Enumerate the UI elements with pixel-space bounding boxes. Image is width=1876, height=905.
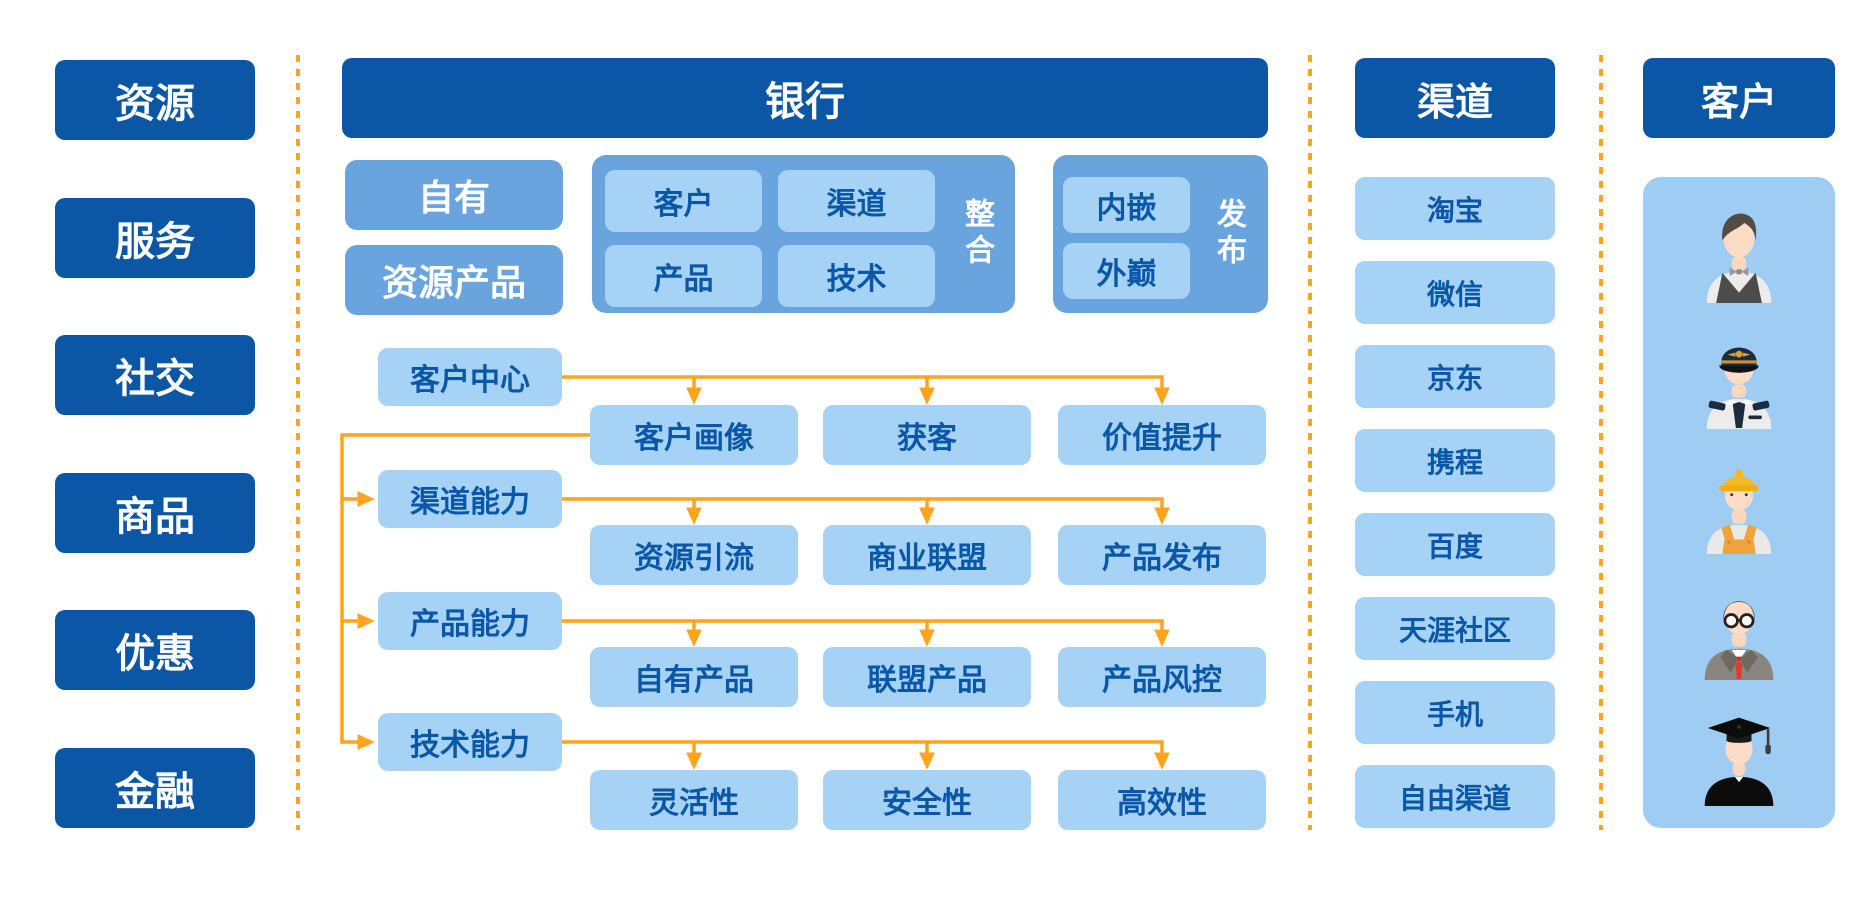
channel-item-ctrip: 携程 — [1355, 429, 1555, 492]
own-box: 自有 — [345, 160, 563, 230]
capability-target-value-uplift: 价值提升 — [1058, 405, 1266, 465]
resource-product-box: 资源产品 — [345, 245, 563, 315]
capability-target-customer-acquisition: 获客 — [823, 405, 1031, 465]
capability-source-product: 产品能力 — [378, 592, 562, 650]
publish-group: 内嵌 外巅 发布 — [1053, 155, 1268, 313]
capability-target-product-release: 产品发布 — [1058, 525, 1266, 585]
capability-target-resource-flow: 资源引流 — [590, 525, 798, 585]
integration-item-product: 产品 — [605, 245, 762, 307]
left-box-finance: 金融 — [55, 748, 255, 828]
channel-item-jd: 京东 — [1355, 345, 1555, 408]
channel-item-baidu: 百度 — [1355, 513, 1555, 576]
waiter-icon — [1706, 213, 1772, 303]
left-box-goods: 商品 — [55, 473, 255, 553]
businessman-icon — [1704, 601, 1774, 681]
channel-item-wechat: 微信 — [1355, 261, 1555, 324]
graduate-icon — [1704, 717, 1774, 807]
integration-item-customer: 客户 — [605, 170, 762, 232]
integration-group: 客户 渠道 产品 技术 整合 — [592, 155, 1015, 313]
separator-channels-customers — [1599, 55, 1603, 830]
left-box-social: 社交 — [55, 335, 255, 415]
capability-target-efficiency: 高效性 — [1058, 770, 1266, 830]
publish-item-embedded: 内嵌 — [1063, 177, 1190, 233]
publish-item-external: 外巅 — [1063, 243, 1190, 299]
channel-item-free: 自由渠道 — [1355, 765, 1555, 828]
channels-header: 渠道 — [1355, 58, 1555, 138]
bank-header: 银行 — [342, 58, 1268, 138]
channel-item-taobao: 淘宝 — [1355, 177, 1555, 240]
capability-target-customer-portrait: 客户画像 — [590, 405, 798, 465]
integration-group-label: 整合 — [960, 198, 993, 270]
construction-worker-icon — [1706, 470, 1772, 555]
capability-source-tech: 技术能力 — [378, 713, 562, 771]
capability-target-product-risk: 产品风控 — [1058, 647, 1266, 707]
customers-panel — [1643, 177, 1835, 828]
capability-target-alliance-products: 联盟产品 — [823, 647, 1031, 707]
capability-target-flexibility: 灵活性 — [590, 770, 798, 830]
customers-header: 客户 — [1643, 58, 1835, 138]
channel-item-mobile: 手机 — [1355, 681, 1555, 744]
separator-bank-channels — [1308, 55, 1312, 830]
pilot-icon — [1706, 347, 1772, 429]
left-box-resources: 资源 — [55, 60, 255, 140]
capability-source-channel: 渠道能力 — [378, 470, 562, 528]
integration-item-tech: 技术 — [778, 245, 935, 307]
capability-source-customer-center: 客户中心 — [378, 348, 562, 406]
left-box-services: 服务 — [55, 198, 255, 278]
separator-resources-bank — [296, 55, 300, 830]
capability-target-security: 安全性 — [823, 770, 1031, 830]
channel-item-tianya: 天涯社区 — [1355, 597, 1555, 660]
left-box-discount: 优惠 — [55, 610, 255, 690]
capability-target-own-products: 自有产品 — [590, 647, 798, 707]
capability-target-business-alliance: 商业联盟 — [823, 525, 1031, 585]
publish-group-label: 发布 — [1212, 198, 1245, 270]
integration-item-channel: 渠道 — [778, 170, 935, 232]
